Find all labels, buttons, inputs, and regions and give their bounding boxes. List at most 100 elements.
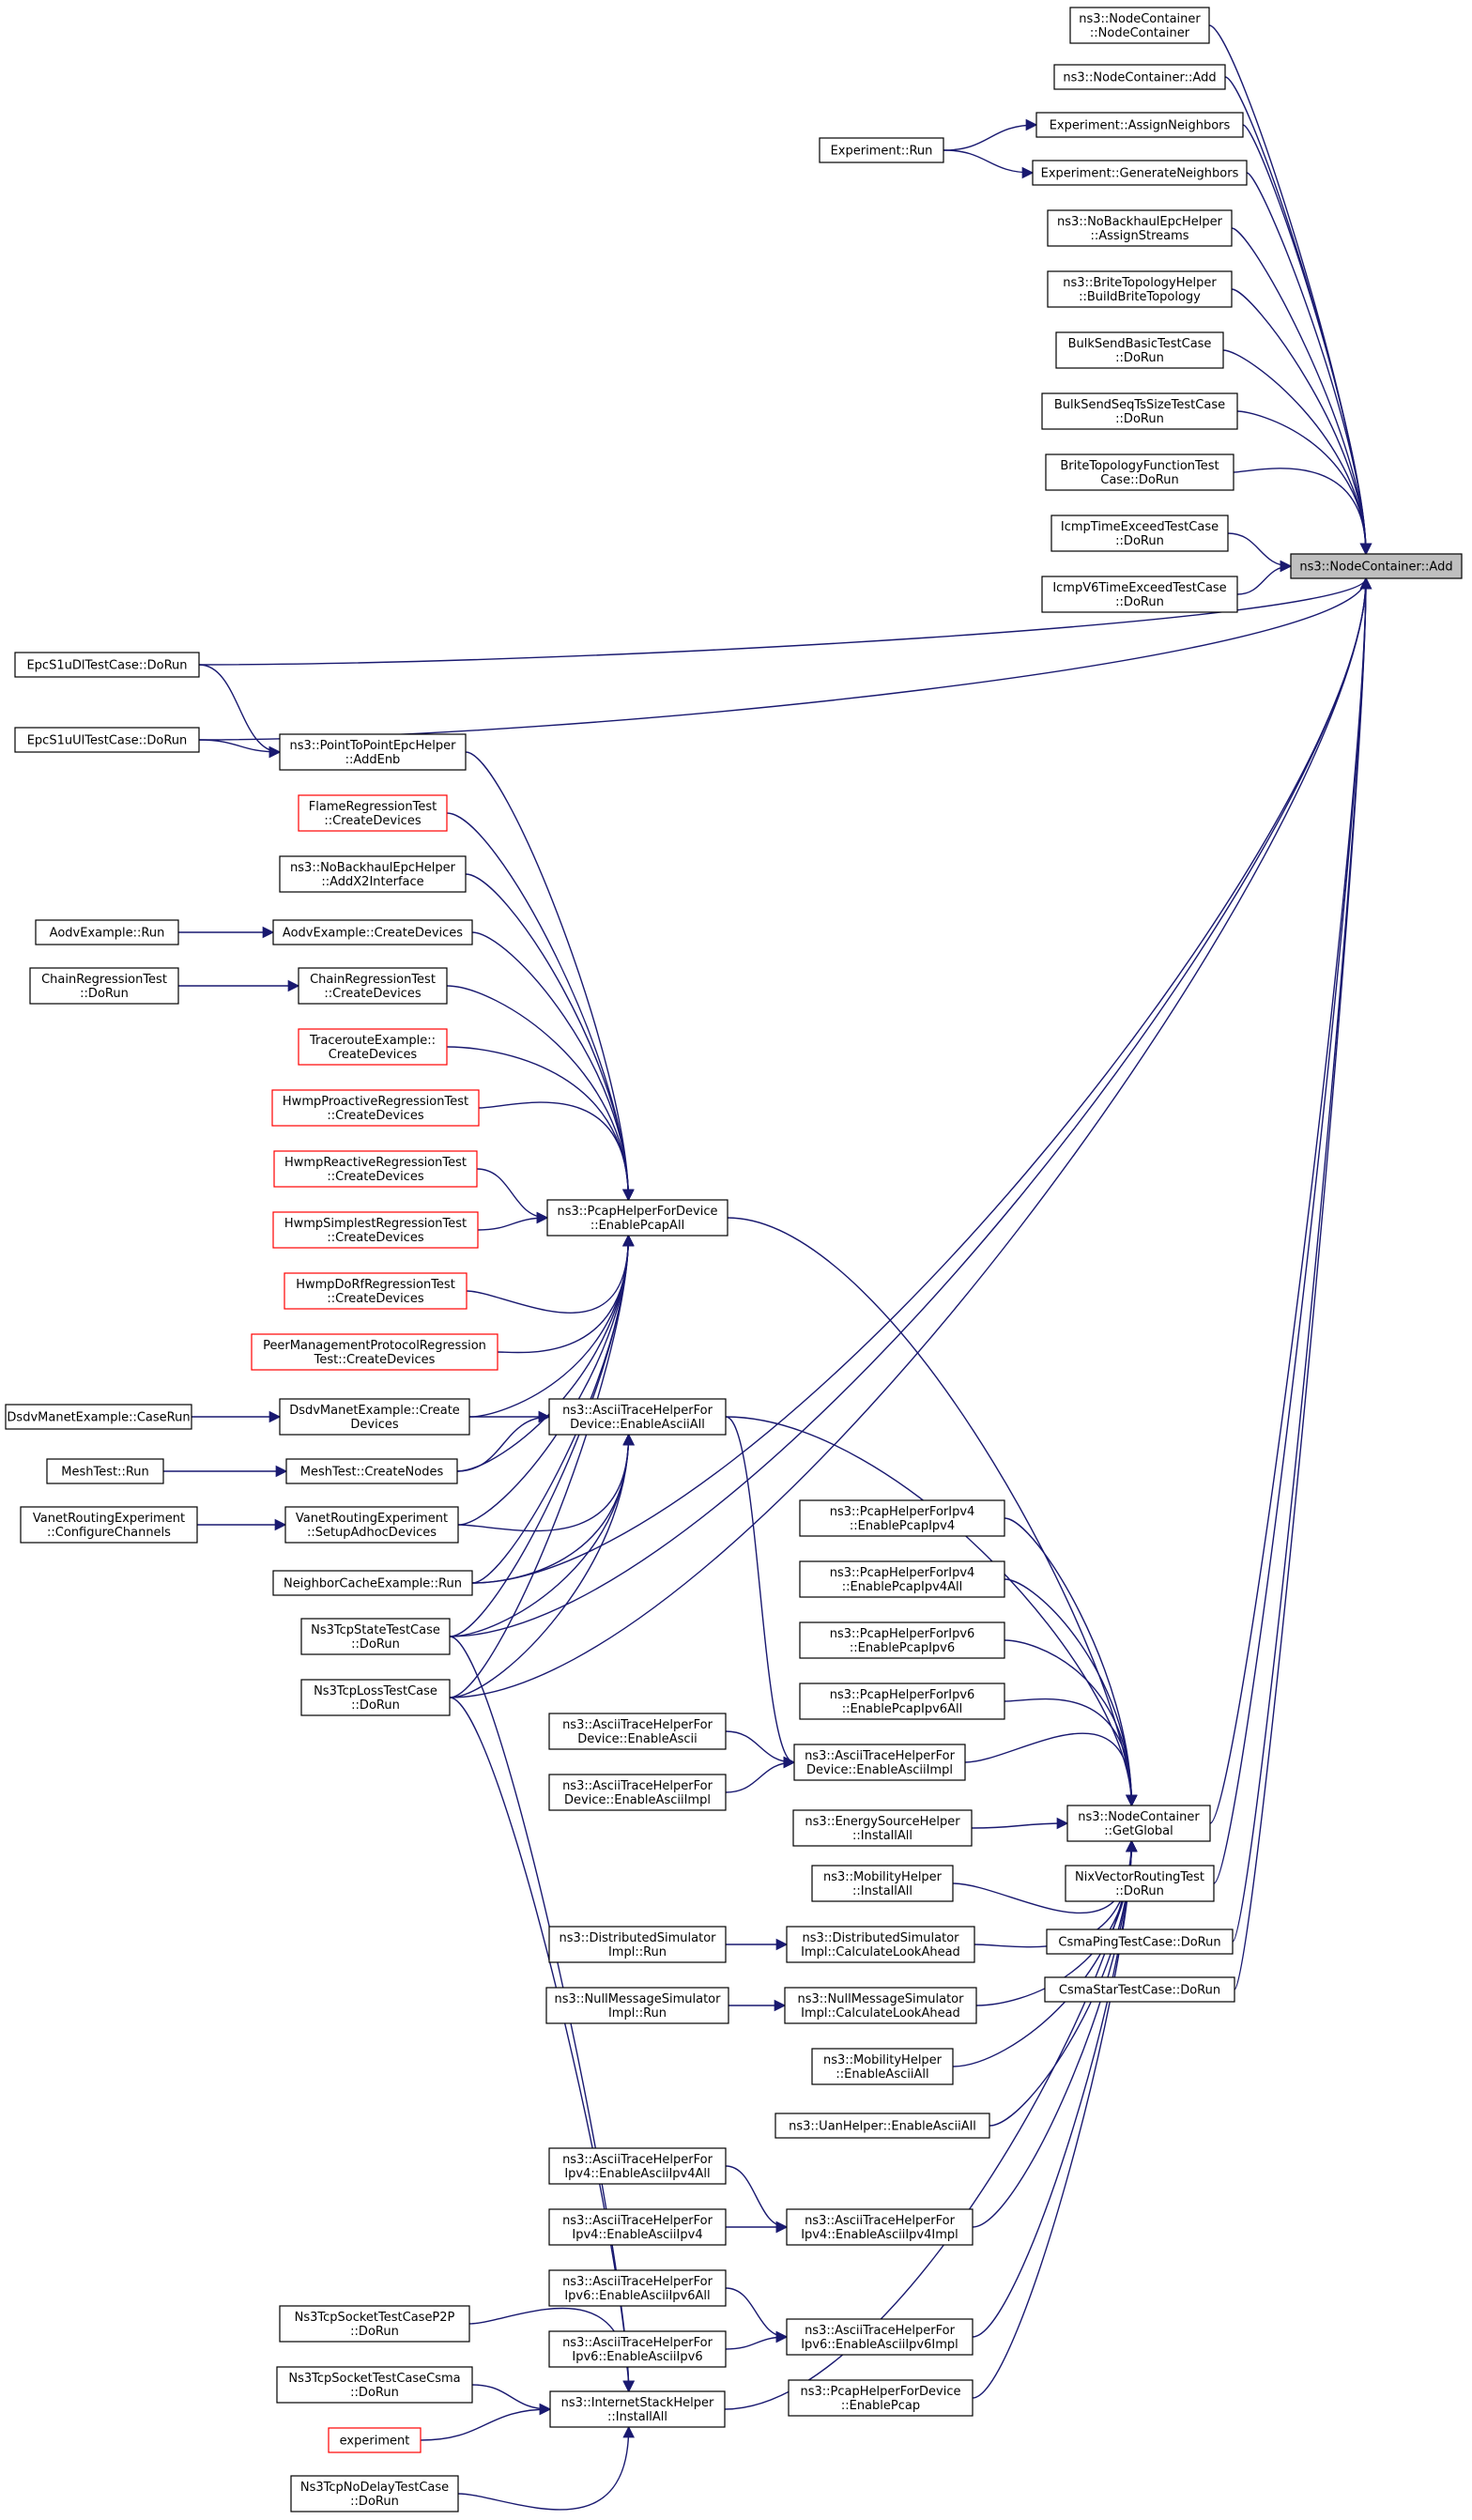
graph-node-pcap-ipv6all[interactable]: ns3::PcapHelperForIpv6::EnablePcapIpv6Al… [799,1683,1005,1720]
graph-node-csma-ping[interactable]: CsmaPingTestCase::DoRun [1046,1928,1234,1955]
graph-node-ascii-ipv6[interactable]: ns3::AsciiTraceHelperForIpv6::EnableAsci… [548,2330,727,2368]
graph-node-uan-ascii[interactable]: ns3::UanHelper::EnableAsciiAll [774,2113,990,2139]
call-edge [457,1433,635,1532]
graph-node-energy[interactable]: ns3::EnergySourceHelper::InstallAll [792,1809,973,1847]
graph-node-mesh-cn[interactable]: MeshTest::CreateNodes [285,1458,458,1484]
graph-node-ascii-dev[interactable]: ns3::AsciiTraceHelperForDevice::EnableAs… [548,1713,727,1750]
graph-node-ascii-ipv6impl[interactable]: ns3::AsciiTraceHelperForIpv6::EnableAsci… [786,2318,974,2356]
graph-node-vanet-sad[interactable]: VanetRoutingExperiment::SetupAdhocDevice… [284,1506,459,1544]
graph-node-nobackhaul-assign[interactable]: ns3::NoBackhaulEpcHelper::AssignStreams [1047,209,1233,247]
graph-node-ascii-dev-impl2[interactable]: ns3::AsciiTraceHelperForDevice::EnableAs… [548,1774,727,1811]
graph-node-tcp-state[interactable]: Ns3TcpStateTestCase::DoRun [300,1618,451,1655]
graph-node-flame[interactable]: FlameRegressionTest::CreateDevices [298,794,448,832]
node-box [1290,553,1463,579]
graph-node-neighbor[interactable]: NeighborCacheExample::Run [272,1570,473,1596]
node-label-line: Impl::Run [608,1945,667,1959]
graph-node-chain-cd[interactable]: ChainRegressionTest::CreateDevices [298,967,448,1005]
graph-node-pcap-ipv4[interactable]: ns3::PcapHelperForIpv4::EnablePcapIpv4 [799,1499,1005,1537]
call-edge [1236,410,1372,556]
graph-node-pcap-ipv4all[interactable]: ns3::PcapHelperForIpv4::EnablePcapIpv4Al… [799,1560,1005,1598]
node-label-line: Device::EnableAsciiImpl [806,1763,953,1777]
graph-node-pcap-dev-all[interactable]: ns3::PcapHelperForDevice::EnablePcapAll [546,1199,728,1237]
graph-node-nc-getglobal[interactable]: ns3::NodeContainer::GetGlobal [1066,1805,1211,1842]
node-box [273,1150,478,1188]
call-edge [198,664,282,759]
graph-node-experiment[interactable]: experiment [328,2427,422,2453]
graph-node-traceroute[interactable]: TracerouteExample::CreateDevices [298,1028,448,1066]
node-label-line: Ns3TcpNoDelayTestCase [300,2481,449,2495]
graph-node-brite-build[interactable]: ns3::BriteTopologyHelper::BuildBriteTopo… [1047,270,1233,308]
graph-node-chain-dorun[interactable]: ChainRegressionTest::DoRun [29,967,179,1005]
graph-node-csma-star[interactable]: CsmaStarTestCase::DoRun [1044,1976,1235,2003]
node-label-line: ::DoRun [351,1637,400,1652]
graph-node-pcap-ipv6[interactable]: ns3::PcapHelperForIpv6::EnablePcapIpv6 [799,1621,1005,1659]
graph-node-hwmp-pro[interactable]: HwmpProactiveRegressionTest::CreateDevic… [271,1089,480,1127]
graph-node-icmp[interactable]: IcmpTimeExceedTestCase::DoRun [1050,515,1229,552]
call-edge [476,1168,549,1224]
graph-node-mob-install[interactable]: ns3::MobilityHelper::InstallAll [811,1865,954,1902]
graph-node-nixvector[interactable]: NixVectorRoutingTest::DoRun [1065,1865,1215,1902]
node-label-line: ns3::UanHelper::EnableAsciiAll [789,2120,976,2134]
graph-node-exp-run[interactable]: Experiment::Run [819,137,944,163]
node-label-line: ns3::AsciiTraceHelperFor [562,2275,713,2289]
graph-node-ascii-ipv6all[interactable]: ns3::AsciiTraceHelperForIpv6::EnableAsci… [548,2269,727,2307]
call-edge [1004,1517,1138,1807]
graph-node-ascii-dev-impl[interactable]: ns3::AsciiTraceHelperForDevice::EnableAs… [793,1744,966,1781]
node-label-line: Device::EnableAscii [577,1732,698,1746]
graph-node-bulk-basic[interactable]: BulkSendBasicTestCase::DoRun [1055,331,1224,369]
graph-node-nodelay[interactable]: Ns3TcpNoDelayTestCase::DoRun [290,2475,459,2512]
node-label-line: Impl::CalculateLookAhead [801,1945,960,1959]
graph-node-dist-calc[interactable]: ns3::DistributedSimulatorImpl::Calculate… [786,1926,975,1963]
graph-node-sock-csma[interactable]: Ns3TcpSocketTestCaseCsma::DoRun [276,2366,473,2404]
graph-node-aodv-cd[interactable]: AodvExample::CreateDevices [272,919,473,945]
graph-node-mob-ascii[interactable]: ns3::MobilityHelper::EnableAsciiAll [811,2048,954,2085]
node-box [786,1926,975,1963]
graph-node-dsdv-case[interactable]: DsdvManetExample::CaseRun [5,1404,192,1430]
graph-node-ascii-ipv4impl[interactable]: ns3::AsciiTraceHelperForIpv4::EnableAsci… [786,2208,974,2246]
graph-node-p2p-addenb[interactable]: ns3::PointToPointEpcHelper::AddEnb [279,733,467,771]
graph-node-nc-ctor[interactable]: ns3::NodeContainer::NodeContainer [1069,7,1210,44]
graph-node-hwmp-rea[interactable]: HwmpReactiveRegressionTest::CreateDevice… [273,1150,478,1188]
node-label-line: Ipv4::EnableAsciiIpv4Impl [801,2228,958,2242]
call-edge [725,2330,789,2350]
graph-node-ascii-ipv4[interactable]: ns3::AsciiTraceHelperForIpv4::EnableAsci… [548,2208,727,2246]
graph-node-hwmp-dorf[interactable]: HwmpDoRfRegressionTest::CreateDevices [284,1272,468,1310]
graph-node-sock-p2p[interactable]: Ns3TcpSocketTestCaseP2P::DoRun [279,2305,470,2343]
graph-node-nc-add2[interactable]: ns3::NodeContainer::Add [1053,64,1226,90]
graph-node-aodv-run[interactable]: AodvExample::Run [35,919,179,945]
graph-node-exp-gen[interactable]: Experiment::GenerateNeighbors [1032,160,1248,186]
node-box [279,855,467,893]
graph-node-ascii-ipv4all[interactable]: ns3::AsciiTraceHelperForIpv4::EnableAsci… [548,2147,727,2185]
call-edge [449,576,1372,1698]
graph-node-inet-install[interactable]: ns3::InternetStackHelper::InstallAll [549,2390,726,2428]
graph-node-bulk-seq[interactable]: BulkSendSeqTsSizeTestCase::DoRun [1041,392,1238,430]
graph-node-ascii-dev-all[interactable]: ns3::AsciiTraceHelperForDevice::EnableAs… [548,1398,727,1436]
graph-node-dsdv-cd[interactable]: DsdvManetExample::CreateDevices [279,1398,470,1436]
node-label-line: IcmpTimeExceedTestCase [1061,520,1219,534]
graph-node-hwmp-sim[interactable]: HwmpSimplestRegressionTest::CreateDevice… [272,1211,479,1249]
graph-node-epcdl[interactable]: EpcS1uDlTestCase::DoRun [14,652,200,678]
graph-node-vanet-cc[interactable]: VanetRoutingExperiment::ConfigureChannel… [20,1506,198,1544]
graph-node-null-calc[interactable]: ns3::NullMessageSimulatorImpl::Calculate… [784,1987,977,2024]
graph-node-peer[interactable]: PeerManagementProtocolRegressionTest::Cr… [251,1333,498,1371]
node-label-line: Ns3TcpSocketTestCaseCsma [288,2372,460,2386]
node-label-line: HwmpDoRfRegressionTest [296,1278,455,1292]
graph-node-mesh-run[interactable]: MeshTest::Run [46,1458,164,1484]
graph-node-pcap-dev[interactable]: ns3::PcapHelperForDevice::EnablePcap [788,2379,974,2417]
node-label-line: HwmpSimplestRegressionTest [284,1217,467,1231]
node-label-line: ::EnablePcapIpv4All [842,1580,962,1594]
graph-node-tcp-loss[interactable]: Ns3TcpLossTestCase::DoRun [300,1679,451,1716]
graph-node-exp-assign[interactable]: Experiment::AssignNeighbors [1035,112,1244,138]
graph-node-icmpv6[interactable]: IcmpV6TimeExceedTestCase::DoRun [1041,576,1238,613]
call-edge [1222,349,1372,556]
graph-node-nobackhaul-x2[interactable]: ns3::NoBackhaulEpcHelper::AddX2Interface [279,855,467,893]
node-box [811,2048,954,2085]
graph-node-epcul[interactable]: EpcS1uUlTestCase::DoRun [14,727,200,753]
nodes-layer: ns3::NodeContainer::Addns3::NodeContaine… [5,7,1463,2512]
node-label-line: ns3::AsciiTraceHelperFor [562,1718,713,1732]
graph-node-add[interactable]: ns3::NodeContainer::Add [1290,553,1463,579]
call-edge [466,1234,635,1314]
